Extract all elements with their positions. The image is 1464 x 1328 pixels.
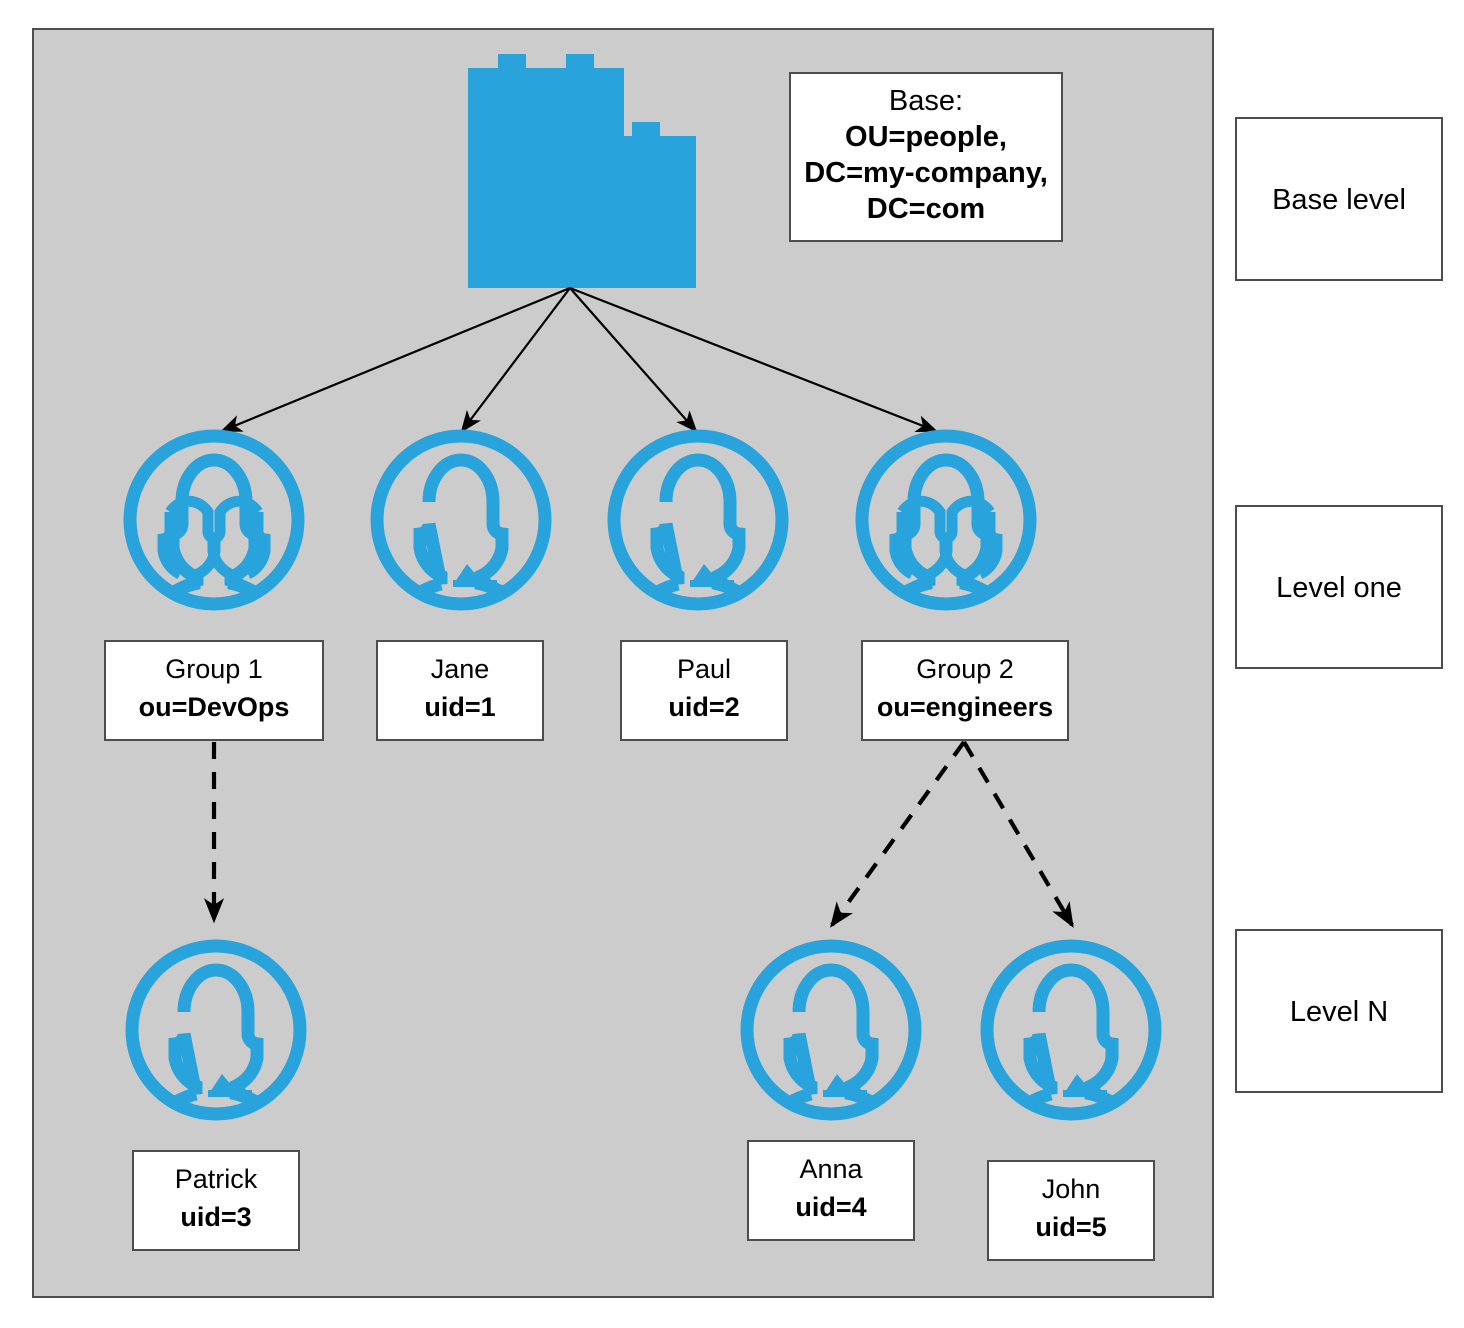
legend: Base level Level one Level N xyxy=(1235,117,1443,1093)
label-box-patrick[interactable]: Patrick uid=3 xyxy=(132,1150,300,1251)
label-box-paul[interactable]: Paul uid=2 xyxy=(620,640,788,741)
base-note-line-1: OU=people, xyxy=(845,121,1007,153)
legend-label: Level N xyxy=(1290,996,1388,1028)
base-note-title: Base: xyxy=(889,85,963,117)
label-attr: uid=3 xyxy=(180,1202,251,1232)
label-attr: uid=2 xyxy=(668,692,739,722)
label-attr: ou=engineers xyxy=(877,692,1053,722)
label-attr: uid=5 xyxy=(1035,1212,1106,1242)
label-attr: ou=DevOps xyxy=(139,692,290,722)
edge-root-to-group1 xyxy=(219,286,571,433)
label-attr: uid=4 xyxy=(795,1192,866,1222)
label-box-group-1[interactable]: Group 1 ou=DevOps xyxy=(104,640,324,741)
label-box-group-2[interactable]: Group 2 ou=engineers xyxy=(861,640,1069,741)
level-n-labels: Patrick uid=3 Anna uid=4 John uid=5 xyxy=(132,1140,1155,1261)
base-note-box: Base: OU=people, DC=my-company, DC=com xyxy=(789,72,1063,242)
base-note-line-3: DC=com xyxy=(867,193,985,225)
label-attr: uid=1 xyxy=(424,692,495,722)
label-box-anna[interactable]: Anna uid=4 xyxy=(747,1140,915,1241)
edge-root-to-group2 xyxy=(569,286,939,433)
label-name: Paul xyxy=(677,654,731,684)
legend-label: Level one xyxy=(1276,572,1402,604)
edges-root-to-level-one xyxy=(219,286,939,433)
edge-root-to-jane xyxy=(460,287,571,433)
edges-groups-to-level-n xyxy=(203,740,1074,928)
base-note-line-2: DC=my-company, xyxy=(804,157,1048,189)
label-name: Group 1 xyxy=(165,654,263,684)
legend-item-level-n[interactable]: Level N xyxy=(1235,929,1443,1093)
label-name: John xyxy=(1042,1174,1101,1204)
edge-group2-to-anna xyxy=(830,740,966,928)
legend-item-level-one[interactable]: Level one xyxy=(1235,505,1443,669)
legend-item-base-level[interactable]: Base level xyxy=(1235,117,1443,281)
label-box-jane[interactable]: Jane uid=1 xyxy=(376,640,544,741)
label-name: Group 2 xyxy=(916,654,1014,684)
label-name: Patrick xyxy=(175,1164,258,1194)
label-box-john[interactable]: John uid=5 xyxy=(987,1160,1155,1261)
label-name: Jane xyxy=(431,654,490,684)
level-one-labels: Group 1 ou=DevOps Jane uid=1 Paul uid=2 … xyxy=(104,640,1069,741)
label-name: Anna xyxy=(799,1154,863,1184)
legend-label: Base level xyxy=(1272,184,1406,216)
edge-root-to-paul xyxy=(569,287,698,433)
edge-group2-to-john xyxy=(962,740,1074,928)
